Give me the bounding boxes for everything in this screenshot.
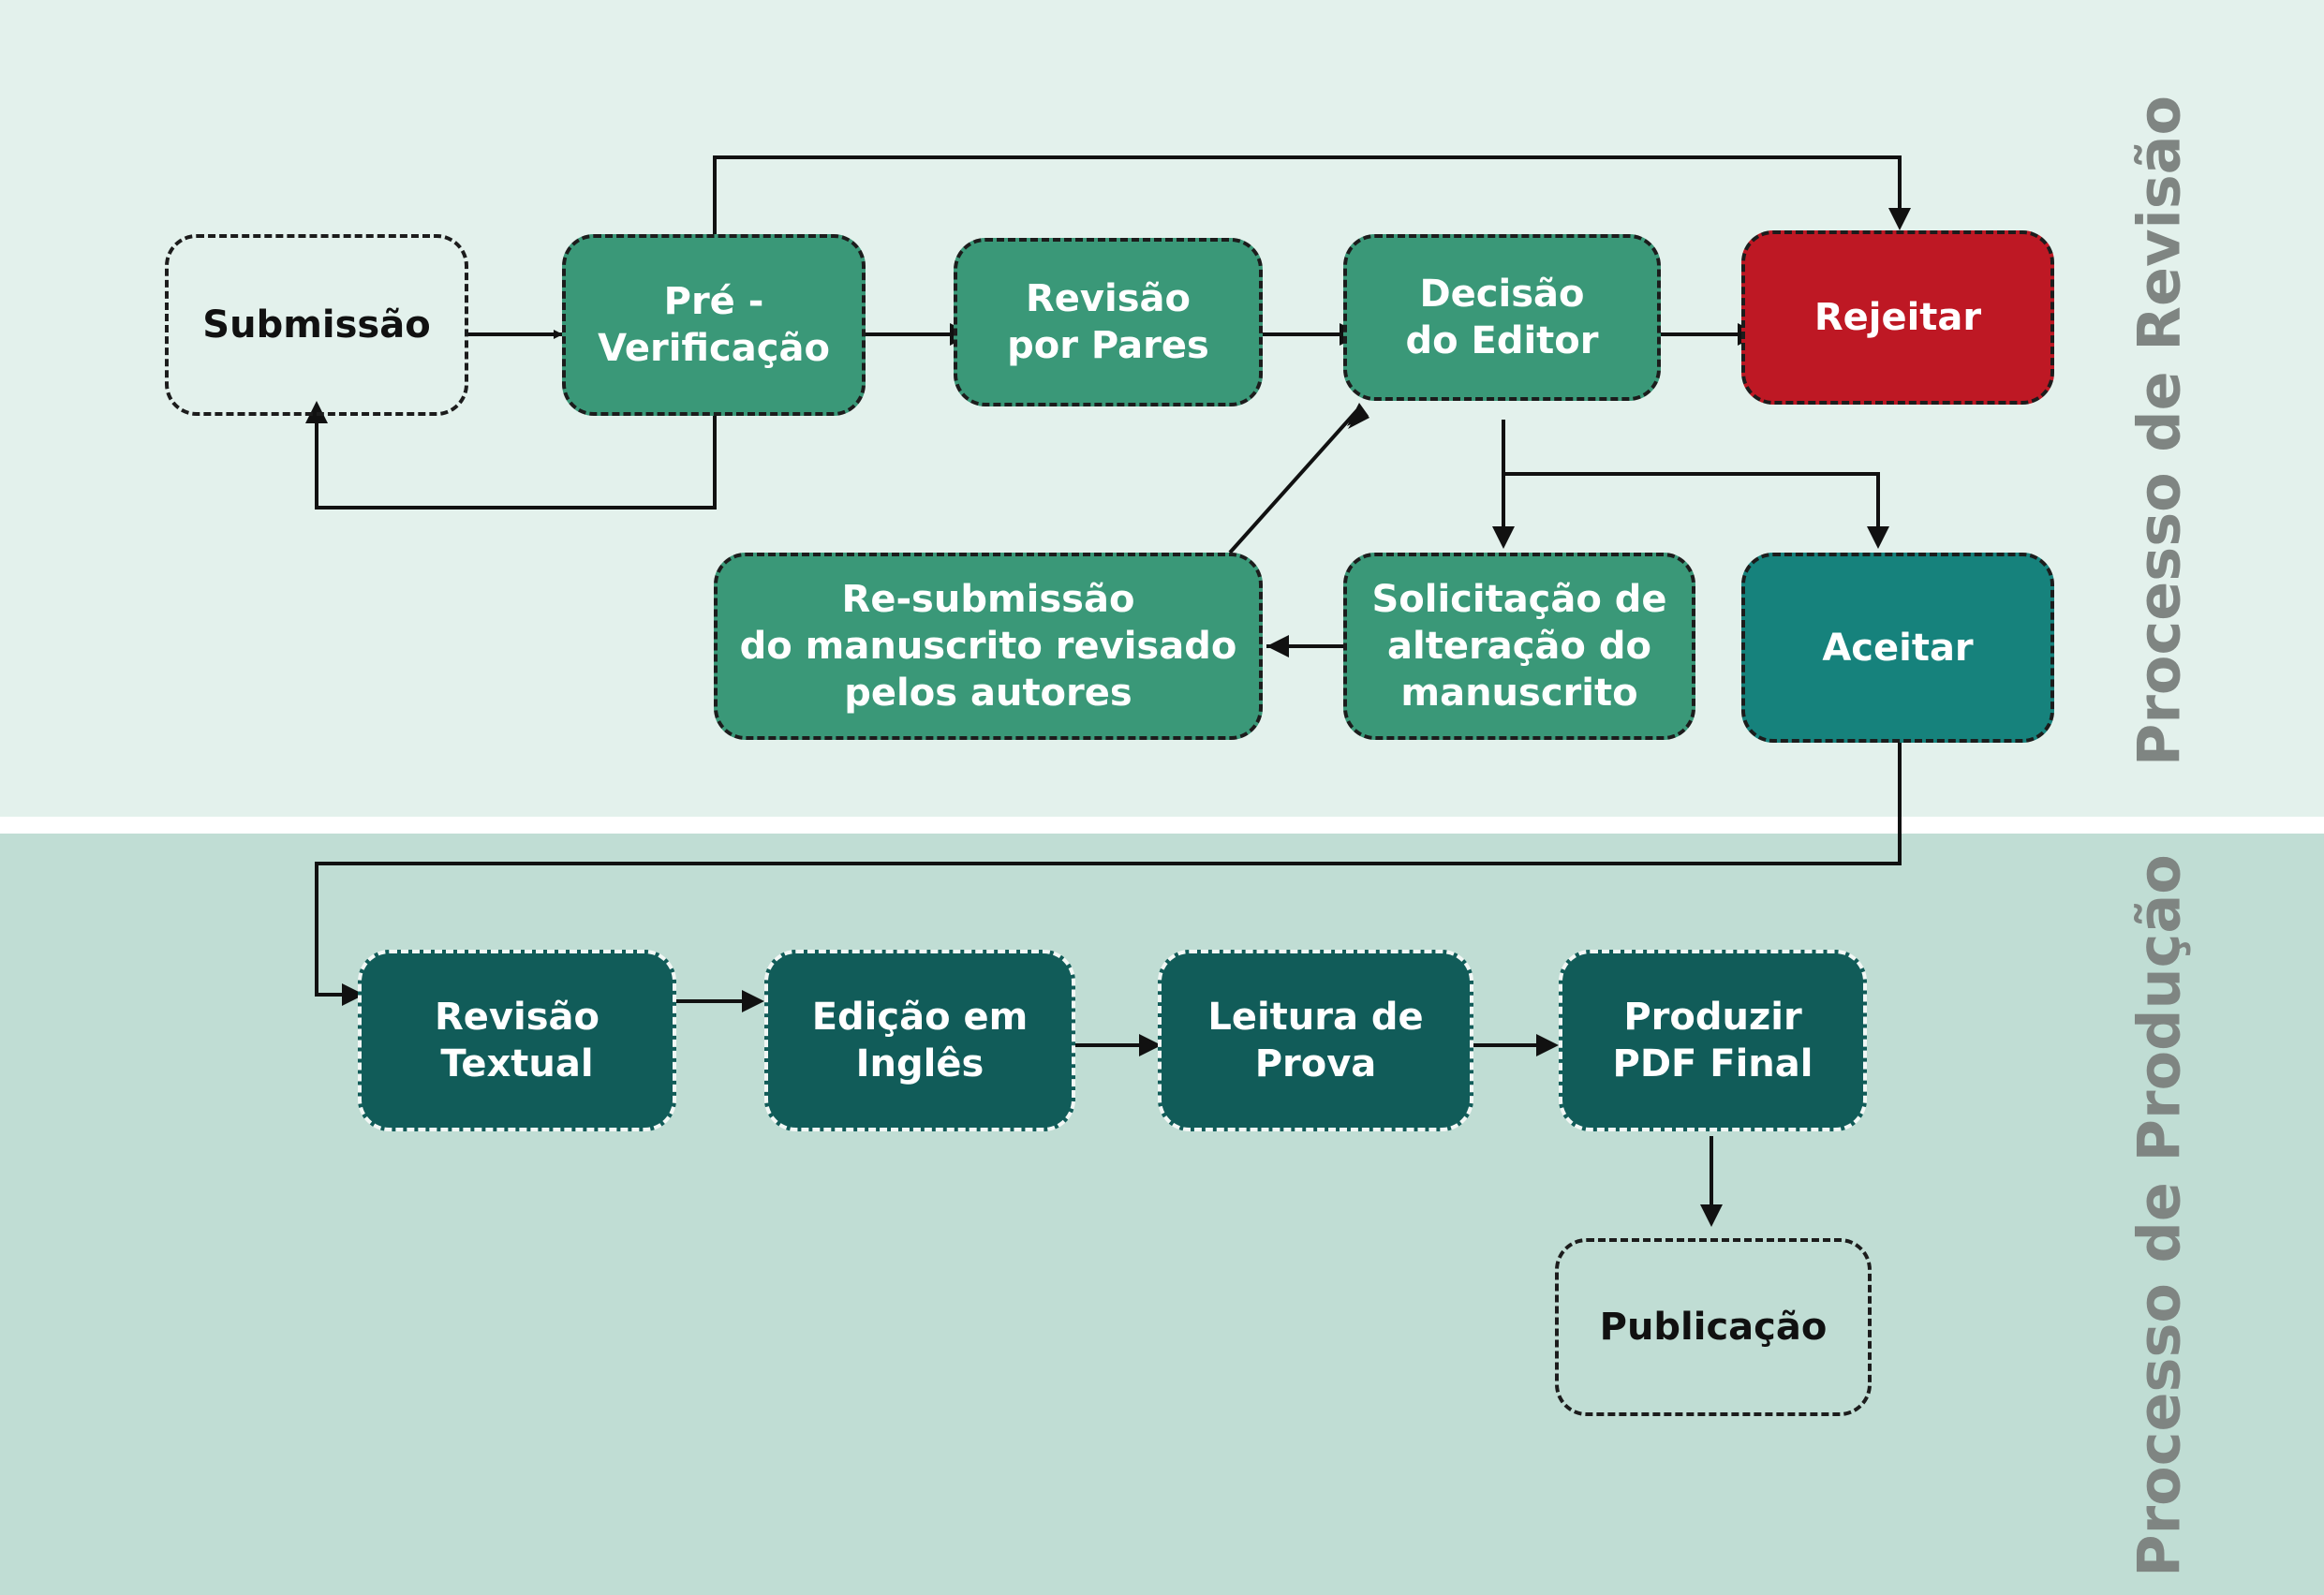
node-leitura-de-prova-label: Leitura de Prova (1207, 996, 1424, 1085)
node-revisao-textual-label: Revisão Textual (435, 996, 600, 1085)
node-publicacao-label: Publicação (1599, 1306, 1828, 1349)
node-edicao-em-ingles-label: Edição em Inglês (811, 996, 1029, 1085)
node-aceitar-label: Aceitar (1822, 626, 1974, 670)
node-solicitacao-alteracao-label: Solicitação de alteração do manuscrito (1371, 578, 1667, 715)
node-resubmissao-label: Re-submissão do manuscrito revisado pelo… (739, 578, 1237, 715)
node-resubmissao[interactable]: Re-submissão do manuscrito revisado pelo… (714, 553, 1263, 740)
arrow-aceitar-revisaotextual (315, 743, 1902, 997)
arrow-preverificacao-rejeitar (713, 155, 1902, 234)
node-submissao[interactable]: Submissão (165, 234, 468, 416)
node-rejeitar[interactable]: Rejeitar (1741, 230, 2054, 405)
arrow-resubmissao-decisao (1228, 408, 1359, 554)
node-leitura-de-prova[interactable]: Leitura de Prova (1158, 950, 1473, 1131)
node-aceitar[interactable]: Aceitar (1741, 553, 2054, 743)
arrow-preverificacao-submissao (315, 416, 717, 510)
node-produzir-pdf-final[interactable]: Produzir PDF Final (1559, 950, 1867, 1131)
node-produzir-pdf-final-label: Produzir PDF Final (1612, 996, 1813, 1085)
node-publicacao[interactable]: Publicação (1555, 1238, 1872, 1416)
node-solicitacao-alteracao[interactable]: Solicitação de alteração do manuscrito (1343, 553, 1695, 740)
node-pre-verificacao[interactable]: Pré - Verificação (562, 234, 866, 416)
node-revisao-por-pares[interactable]: Revisão por Pares (954, 238, 1263, 406)
node-revisao-textual[interactable]: Revisão Textual (358, 950, 676, 1131)
node-decisao-do-editor[interactable]: Decisão do Editor (1343, 234, 1661, 401)
node-rejeitar-label: Rejeitar (1813, 296, 1982, 339)
node-decisao-do-editor-label: Decisão do Editor (1405, 273, 1599, 362)
node-pre-verificacao-label: Pré - Verificação (598, 280, 830, 370)
node-edicao-em-ingles[interactable]: Edição em Inglês (764, 950, 1075, 1131)
node-revisao-por-pares-label: Revisão por Pares (1007, 277, 1209, 367)
arrow-decisao-aceitar (1503, 472, 1880, 545)
node-submissao-label: Submissão (202, 303, 431, 347)
